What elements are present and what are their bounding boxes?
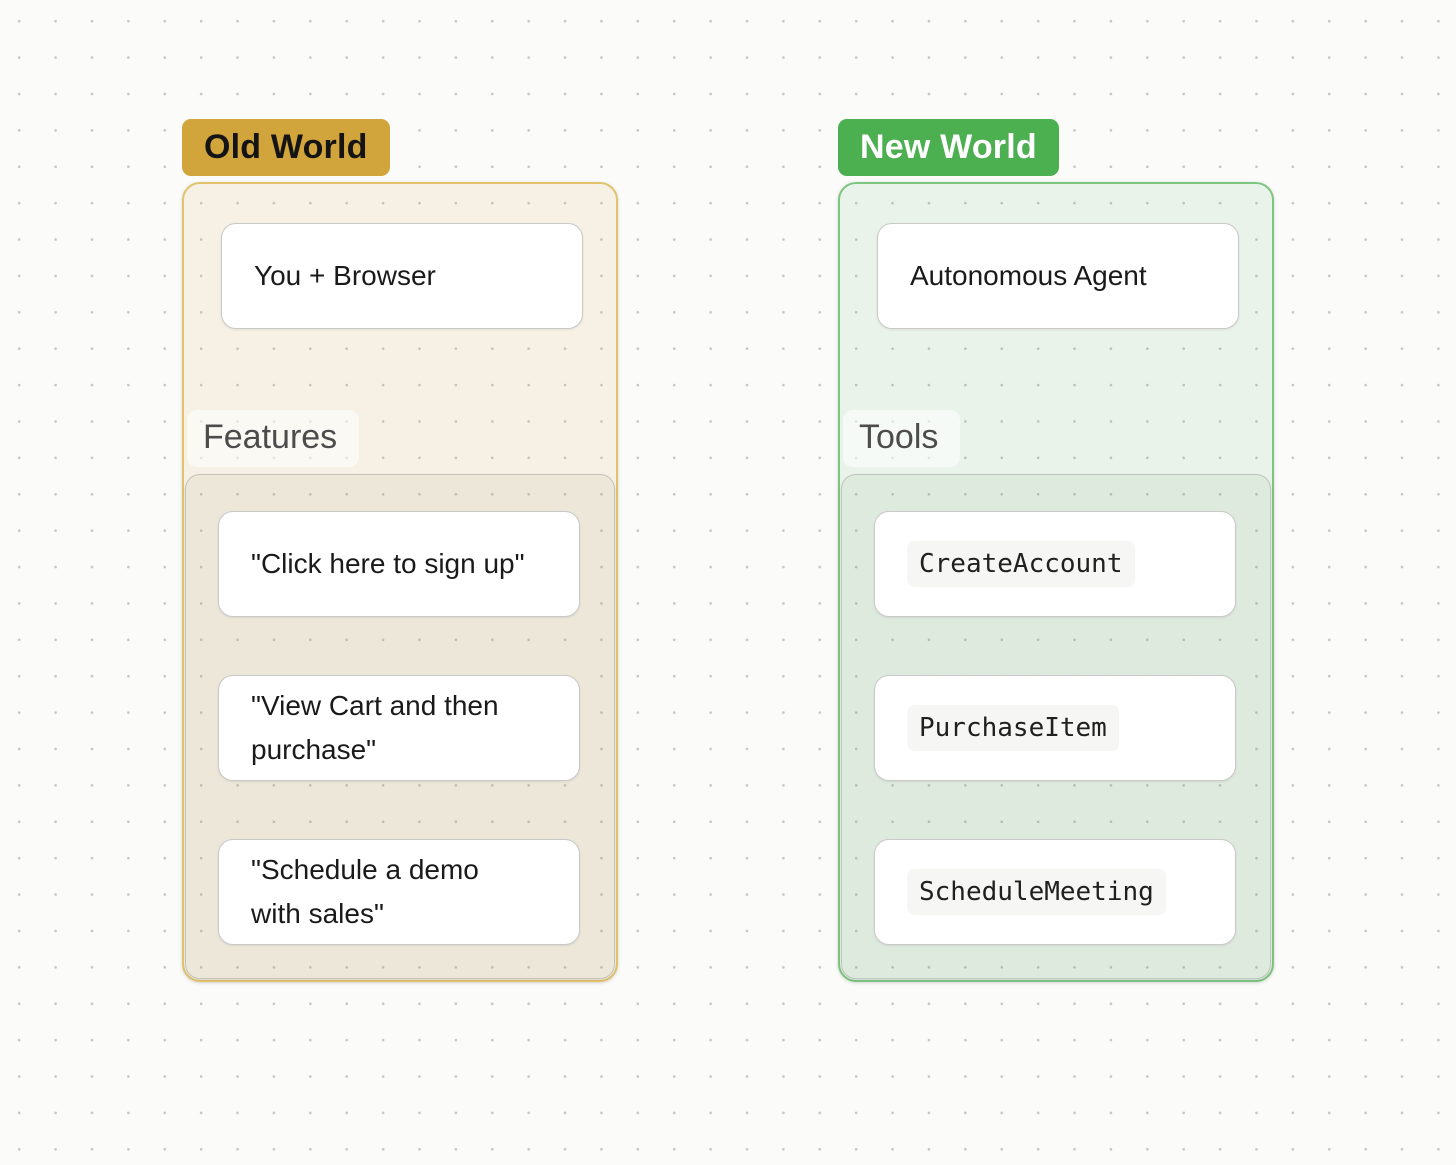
you-browser-node: You + Browser [221,223,583,329]
tool-node: CreateAccount [874,511,1236,617]
tools-section-label: Tools [843,410,961,467]
tool-label: PurchaseItem [907,705,1119,751]
feature-label: "View Cart and then purchase" [251,690,499,765]
tool-node: ScheduleMeeting [874,839,1236,945]
feature-node: "Schedule a demo with sales" [218,839,580,945]
features-frame: "Click here to sign up" "View Cart and t… [185,474,615,979]
new-world-frame: Autonomous Agent Tools CreateAccount Pur… [838,182,1274,982]
feature-node: "Click here to sign up" [218,511,580,617]
tool-label: CreateAccount [907,541,1135,587]
autonomous-agent-label: Autonomous Agent [910,260,1147,291]
tool-node: PurchaseItem [874,675,1236,781]
autonomous-agent-node: Autonomous Agent [877,223,1239,329]
tool-label: ScheduleMeeting [907,869,1166,915]
feature-label: "Click here to sign up" [251,548,525,579]
old-world-frame: You + Browser Features "Click here to si… [182,182,618,982]
tools-frame: CreateAccount PurchaseItem ScheduleMeeti… [841,474,1271,979]
feature-node: "View Cart and then purchase" [218,675,580,781]
you-browser-label: You + Browser [254,260,436,291]
new-world-title-tag: New World [838,119,1059,176]
features-section-label: Features [187,410,360,467]
feature-label: "Schedule a demo with sales" [251,854,479,929]
old-world-title-tag: Old World [182,119,390,176]
